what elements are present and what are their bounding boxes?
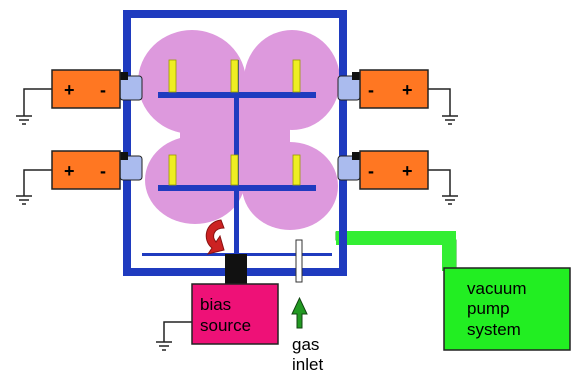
battery-plus: + <box>64 80 75 100</box>
ground-wires-right <box>428 88 451 196</box>
gas-inlet-label-line2: inlet <box>292 355 323 374</box>
rotation-arrow-icon <box>205 219 225 255</box>
ground-icon <box>156 341 172 351</box>
vacuum-pipe-vertical <box>442 231 456 271</box>
vacuum-label-line3: system <box>467 320 521 339</box>
battery-minus: - <box>368 161 374 181</box>
ground-icon <box>16 195 32 205</box>
vacuum-label-line2: pump <box>467 299 510 318</box>
battery-right-bottom: - + <box>359 150 429 190</box>
ground-wires-left <box>23 88 52 196</box>
battery-plus: + <box>402 80 413 100</box>
gas-inlet-label-line1: gas <box>292 335 319 354</box>
bias-source-label-line2: source <box>200 316 251 335</box>
battery-plus: + <box>402 161 413 181</box>
connectors <box>119 75 361 181</box>
bias-source-box <box>191 283 279 345</box>
battery-left-bottom: + - <box>51 150 121 190</box>
ground-icon <box>442 115 458 125</box>
bias-feedthrough <box>225 254 247 284</box>
battery-minus: - <box>100 161 106 181</box>
target-rods <box>168 59 301 186</box>
battery-minus: - <box>368 80 374 100</box>
battery-plus: + <box>64 161 75 181</box>
vacuum-pipe-horizontal <box>336 231 456 245</box>
vacuum-pump-box <box>443 267 571 351</box>
bias-source-label-line1: bias <box>200 295 231 314</box>
battery-right-top: - + <box>359 69 429 109</box>
battery-left-top: + - <box>51 69 121 109</box>
battery-minus: - <box>100 80 106 100</box>
ground-icon <box>16 115 32 125</box>
connector-caps <box>120 72 360 160</box>
bias-ground-wire <box>163 321 192 342</box>
ground-icon <box>442 195 458 205</box>
gas-inlet-tube <box>295 239 303 283</box>
vacuum-label-line1: vacuum <box>467 279 527 298</box>
gas-arrow-icon <box>291 296 308 329</box>
